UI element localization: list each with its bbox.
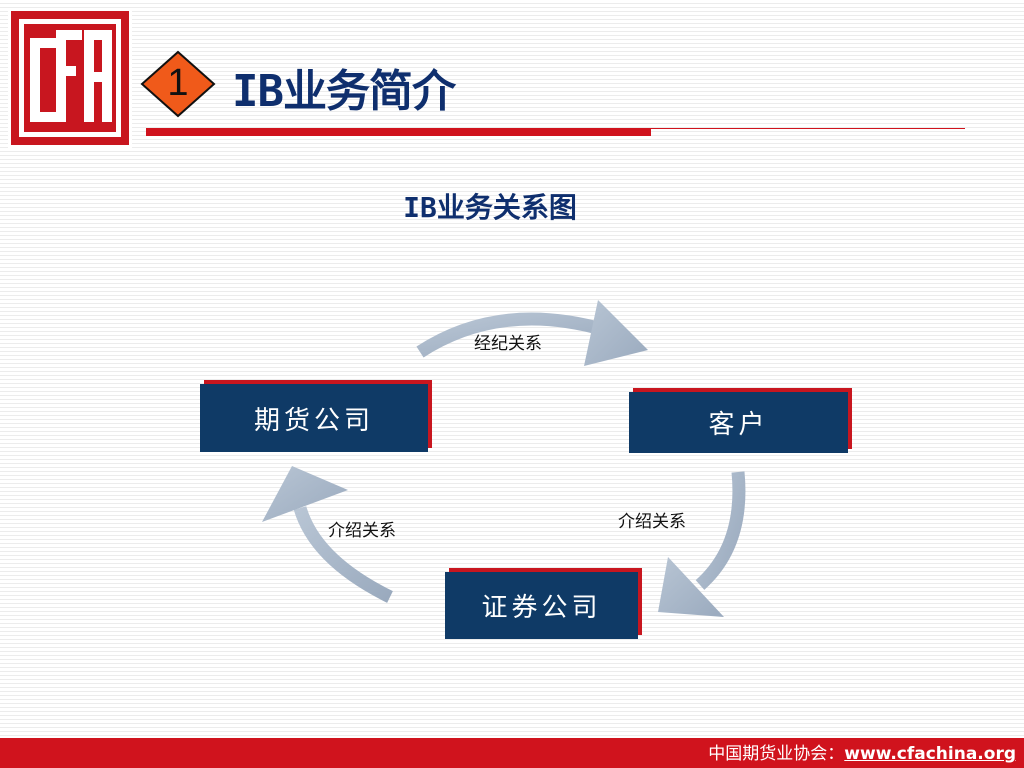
footer-org-label: 中国期货业协会： <box>708 744 845 764</box>
node-securities-company: 证券公司 <box>445 572 638 639</box>
node-client: 客户 <box>629 392 848 453</box>
arrow-introduction-right <box>658 471 746 617</box>
arrow-brokerage <box>416 300 648 366</box>
arrow-introduction-left <box>262 466 393 603</box>
label-introduction-relation-right: 介绍关系 <box>618 512 686 532</box>
page-title: IB业务简介 <box>232 66 456 117</box>
section-number: 1 <box>167 62 189 104</box>
label-introduction-relation-left: 介绍关系 <box>328 521 396 541</box>
octagon-number-badge-icon <box>140 50 216 118</box>
node-futures-company: 期货公司 <box>200 384 428 452</box>
title-underline-thin <box>651 128 965 129</box>
diagram-title: IB业务关系图 <box>403 191 577 224</box>
label-brokerage-relation: 经纪关系 <box>474 334 542 354</box>
footer-url-link[interactable]: www.cfachina.org <box>844 744 1016 764</box>
footer-bar <box>0 738 1024 768</box>
title-underline <box>146 128 651 136</box>
cfa-logo-icon <box>8 8 132 148</box>
footer-credit: 中国期货业协会：www.cfachina.org <box>708 742 1016 766</box>
